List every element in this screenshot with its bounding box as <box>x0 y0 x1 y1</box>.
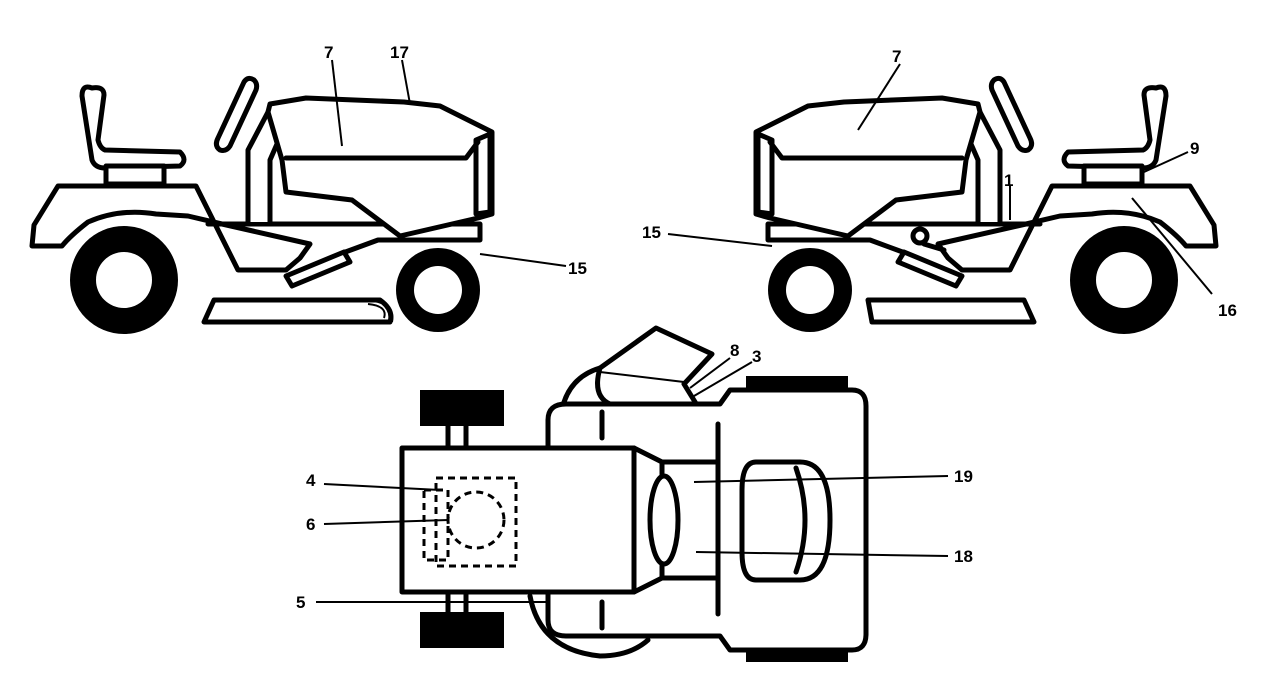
chute-line <box>599 371 685 383</box>
rear-hub-right <box>1096 252 1152 308</box>
callout-top-6: 6 <box>306 515 315 534</box>
callout-right-15: 15 <box>642 223 661 242</box>
callout-top-19: 19 <box>954 467 973 486</box>
seat-base <box>1081 163 1145 187</box>
hood-decal-area <box>434 476 518 568</box>
callout-top-3: 3 <box>752 347 761 366</box>
leader-top-3 <box>693 361 753 397</box>
callout-right-9: 9 <box>1190 139 1199 158</box>
deck-chute-left <box>359 299 394 323</box>
callout-left-17: 17 <box>390 43 409 62</box>
leader-lines <box>316 59 1213 603</box>
leader-top-8 <box>689 357 731 389</box>
hood <box>753 95 983 239</box>
steering-wheel <box>988 75 1035 153</box>
hood <box>265 95 495 239</box>
callout-right-1: 1 <box>1004 171 1013 190</box>
seat <box>79 84 187 171</box>
callout-top-5: 5 <box>296 593 305 612</box>
grille <box>473 131 493 217</box>
leader-right-7 <box>857 63 901 131</box>
front-tire-top-lower <box>420 612 504 648</box>
grille <box>755 131 775 217</box>
seat-base <box>103 163 167 187</box>
leader-left-7 <box>331 59 343 147</box>
leader-left-15 <box>479 253 567 267</box>
brake-pedal-right <box>895 249 965 289</box>
leader-right-9 <box>1143 151 1189 173</box>
callout-top-18: 18 <box>954 547 973 566</box>
mower-deck-right <box>865 297 1037 325</box>
tractor-left-side-view <box>29 75 495 334</box>
steering-wheel <box>213 75 260 153</box>
rear-fender <box>935 183 1219 273</box>
throttle-lever <box>921 241 947 253</box>
front-hub-right <box>786 266 834 314</box>
steering-wheel-top <box>647 473 681 567</box>
rear-fender <box>29 183 313 273</box>
leader-top-4 <box>323 483 441 491</box>
tractor-top-view <box>399 325 869 662</box>
callout-right-16: 16 <box>1218 301 1237 320</box>
front-hub-left <box>414 266 462 314</box>
leader-left-17 <box>401 59 411 105</box>
throttle-knob <box>910 226 930 246</box>
brake-pedal-left <box>283 249 353 289</box>
callout-labels: 7 17 15 7 9 1 15 16 8 3 4 6 5 19 18 <box>296 43 1237 612</box>
callout-top-4: 4 <box>306 471 316 490</box>
mower-deck-left <box>201 297 394 325</box>
leader-right-16 <box>1131 197 1213 295</box>
rear-tire-top-upper <box>746 376 848 390</box>
leader-top-19 <box>693 475 949 483</box>
callout-left-15: 15 <box>568 259 587 278</box>
front-tire-top-upper <box>420 390 504 426</box>
leader-top-18 <box>695 551 949 557</box>
rear-hub-left <box>96 252 152 308</box>
callout-left-7: 7 <box>324 43 333 62</box>
callout-right-7: 7 <box>892 47 901 66</box>
leader-top-6 <box>323 519 449 525</box>
tractor-right-side-view <box>753 75 1219 334</box>
seat <box>1061 84 1169 171</box>
leader-right-15 <box>667 233 773 247</box>
callout-top-8: 8 <box>730 341 739 360</box>
